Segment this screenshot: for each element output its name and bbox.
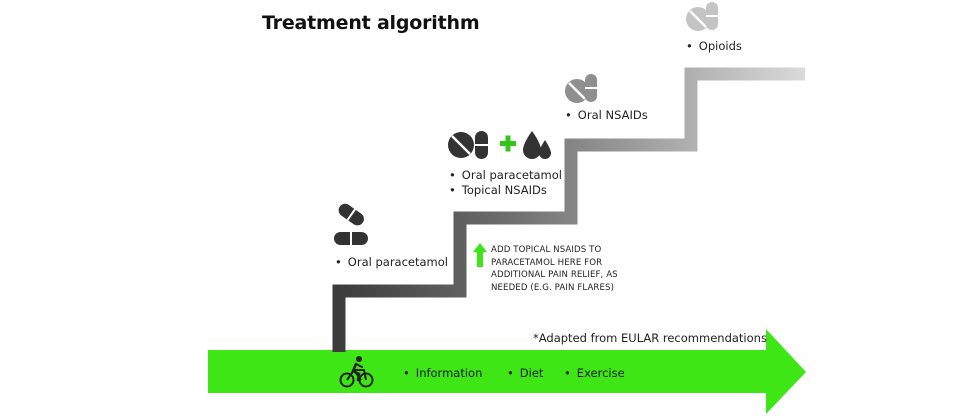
step-3-item: Oral NSAIDs: [565, 108, 648, 123]
step-1-item: Oral paracetamol: [335, 255, 448, 270]
step-4-item: Opioids: [686, 39, 742, 54]
step-2-label: Oral paracetamol Topical NSAIDs: [449, 168, 562, 198]
note-line: ADDITIONAL PAIN RELIEF, AS: [491, 270, 618, 280]
up-arrow-icon: [473, 243, 487, 267]
base-item-diet: Diet: [507, 366, 544, 380]
note-line: PARACETAMOL HERE FOR: [491, 257, 603, 268]
tablet-capsule-icon: [565, 74, 597, 103]
note-line: ADD TOPICAL NSAIDS TO: [491, 245, 602, 255]
step-2-item: Oral paracetamol: [449, 168, 562, 183]
step-4-label: Opioids: [686, 39, 742, 54]
step-3-label: Oral NSAIDs: [565, 108, 648, 123]
step-1-label: Oral paracetamol: [335, 255, 448, 270]
pill-capsule-icon: [334, 203, 368, 245]
tablet-capsule-icon: [686, 2, 718, 31]
diagram-title: Treatment algorithm: [262, 12, 480, 34]
note-line: NEEDED (E.G. PAIN FLARES): [491, 282, 615, 293]
base-item-information: Information: [403, 366, 483, 380]
base-item-exercise: Exercise: [564, 366, 625, 380]
cyclist-icon: [339, 356, 374, 388]
tablet-plus-drops-icon: [448, 131, 551, 159]
step-2-item: Topical NSAIDs: [449, 183, 562, 198]
topical-nsaid-note: ADD TOPICAL NSAIDS TO PARACETAMOL HERE F…: [491, 244, 618, 294]
eular-footnote: *Adapted from EULAR recommendations: [533, 331, 767, 345]
